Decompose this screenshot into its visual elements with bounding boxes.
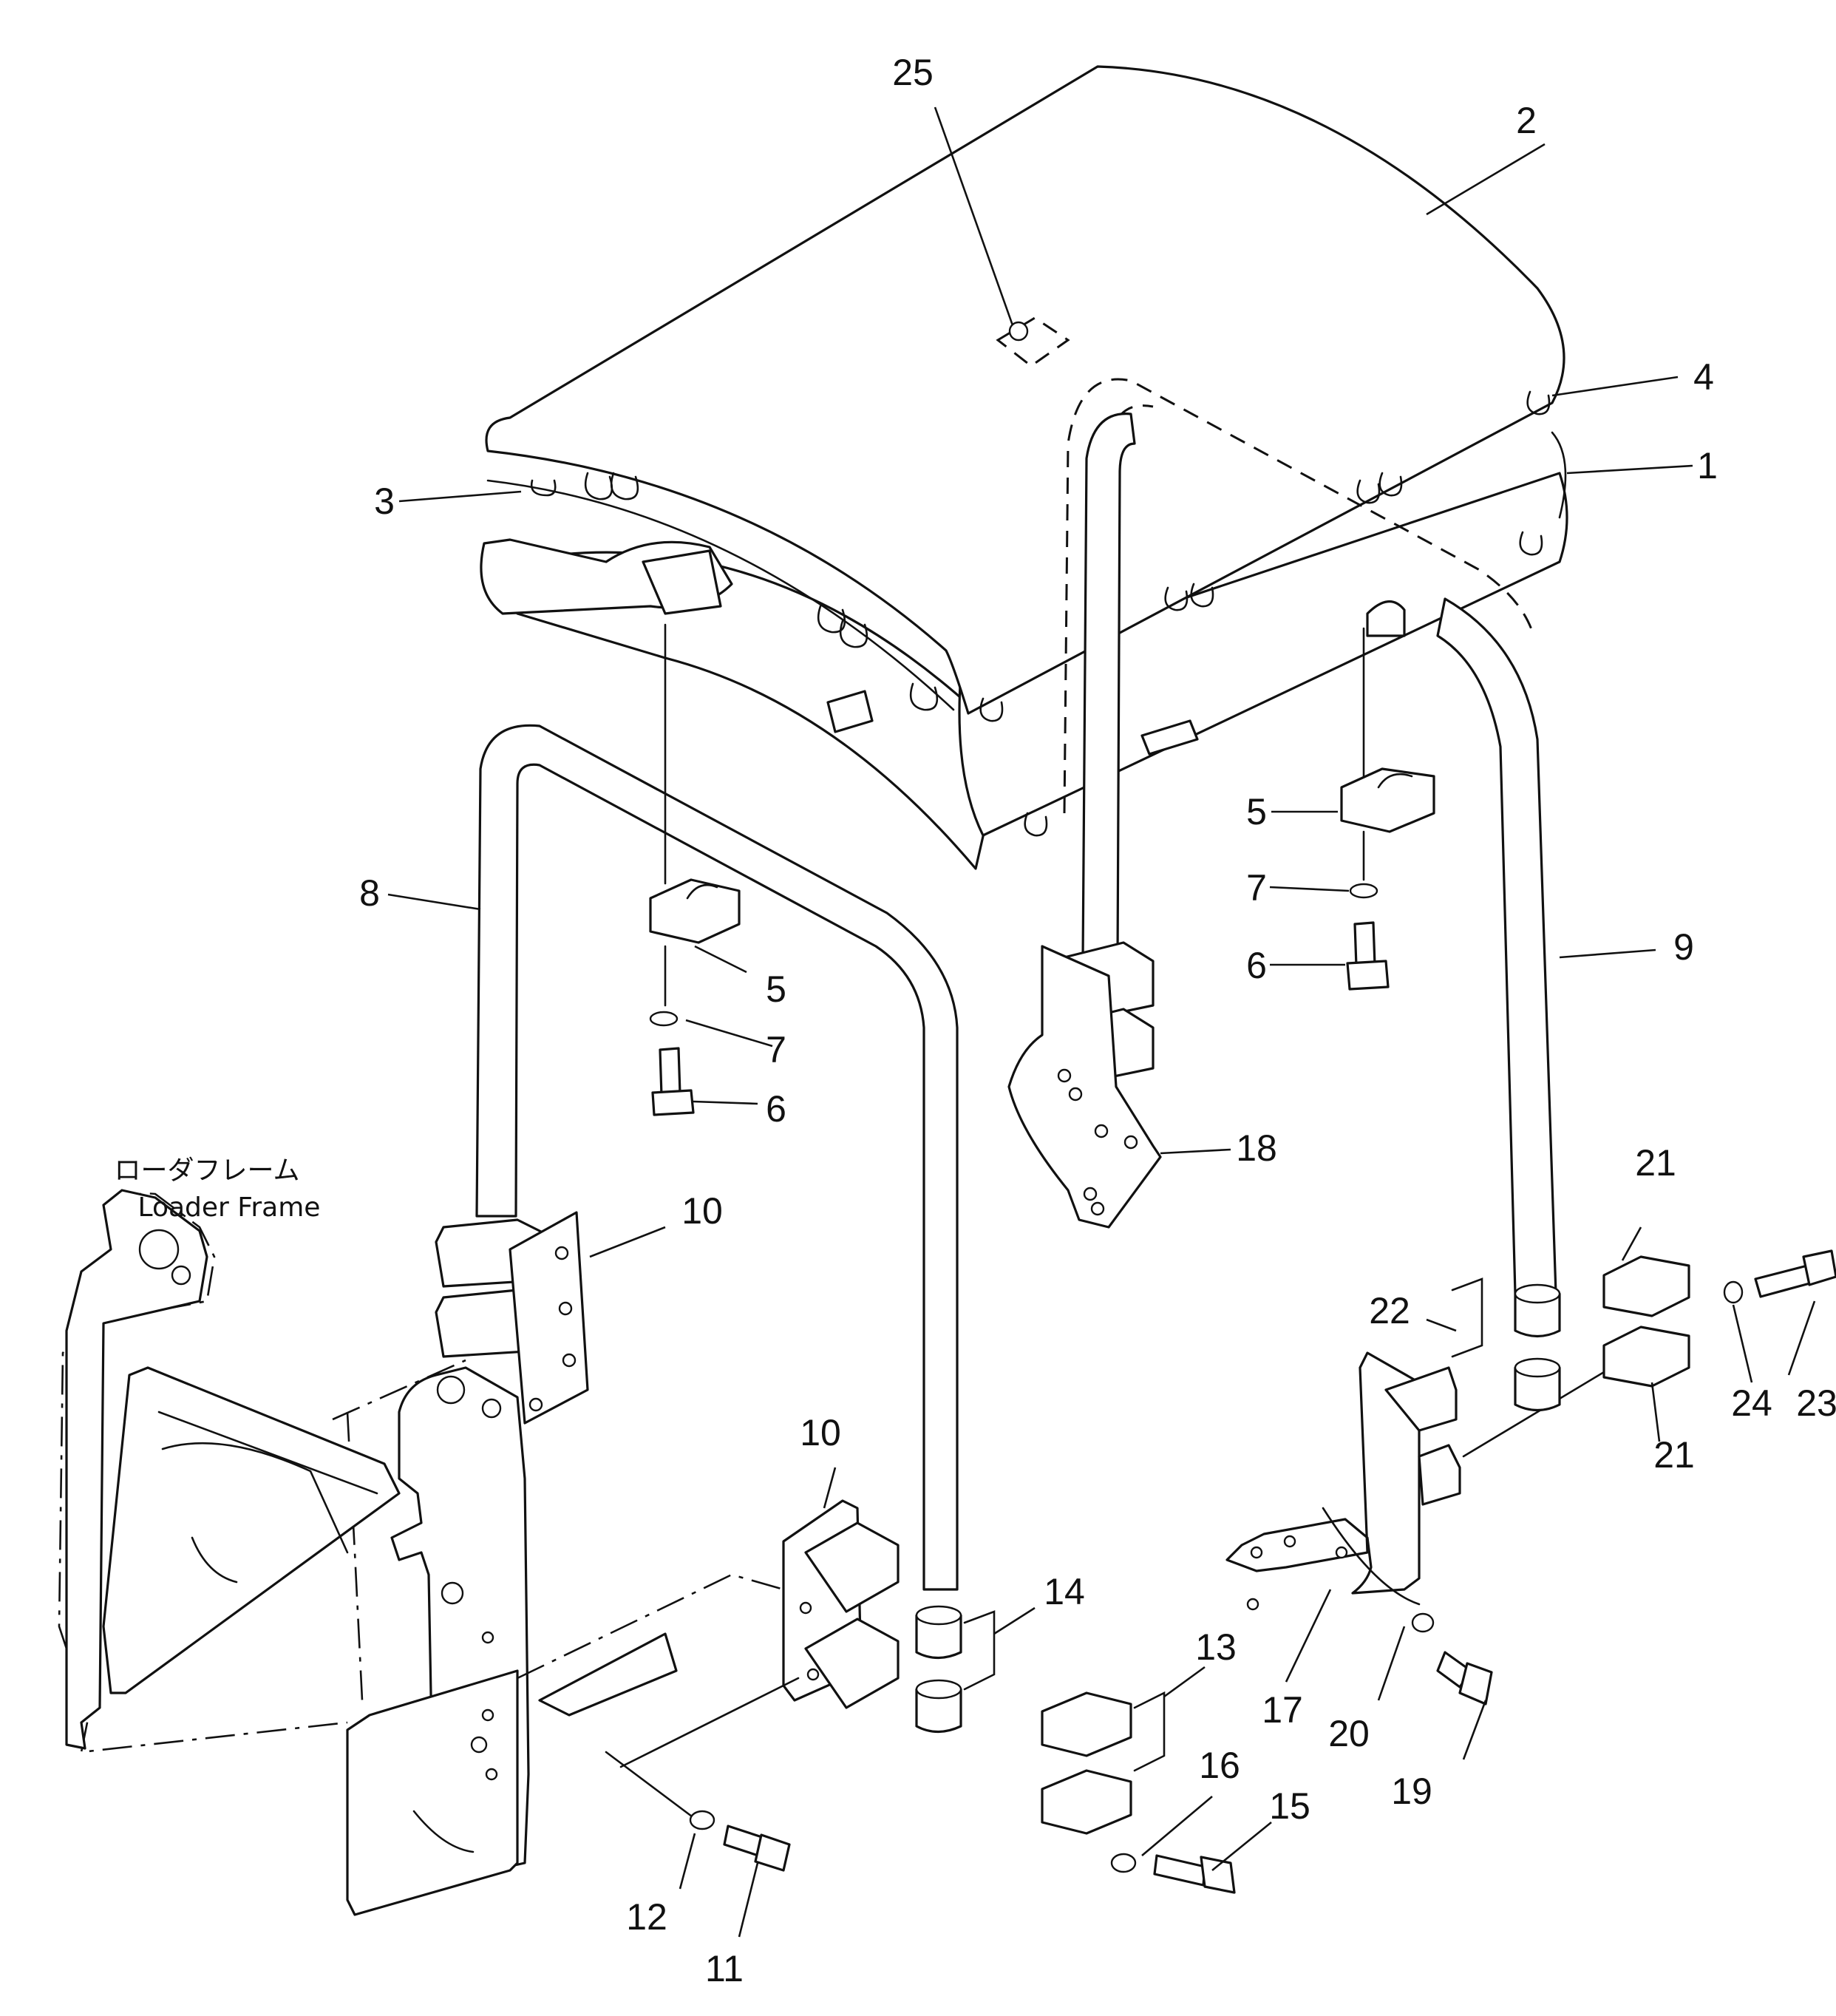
washer-12 [689, 1810, 715, 1830]
washer-20 [1411, 1612, 1435, 1633]
canopy-roof [480, 65, 1568, 870]
callout-15: 15 [1269, 1785, 1310, 1827]
roof-right-bracket [1140, 719, 1199, 756]
frame-crossmember [102, 1366, 401, 1694]
post-bracket-10-upper [435, 1211, 589, 1425]
rear-bracket-17 [1225, 1351, 1461, 1611]
post-bracket-10-lower [782, 1499, 900, 1709]
bracket-10-lower-clamp-top [804, 1521, 900, 1613]
post-8 [475, 724, 959, 1591]
bracket-17-clamp-bottom [1418, 1444, 1461, 1506]
callout-2: 2 [1516, 100, 1537, 141]
frame-left-pivot [138, 1229, 180, 1270]
clamp-5-left [649, 878, 741, 944]
callout-11: 11 [705, 1948, 744, 1989]
bolt-6-left [651, 1047, 695, 1116]
spacer-22 [1451, 1277, 1561, 1412]
bolt-6-right [1346, 921, 1390, 991]
frame-lower-slot [538, 1632, 678, 1717]
frame-right-side [346, 1669, 519, 1916]
callout-1: 1 [1697, 445, 1718, 486]
callout-13: 13 [1195, 1626, 1237, 1668]
roof-rear-bracket [1366, 600, 1406, 637]
callout-18: 18 [1236, 1127, 1277, 1169]
callout-7-left: 7 [766, 1029, 786, 1070]
hidden-rear-post [1063, 378, 1535, 814]
roof-front-edge [486, 479, 955, 711]
bracket-10-lower-clamp-bottom [804, 1618, 900, 1709]
callout-8: 8 [359, 872, 380, 914]
frame-bolt-line [619, 1677, 800, 1768]
loader-frame-left [65, 1189, 401, 1750]
callout-5-left: 5 [766, 968, 786, 1010]
bracket-10-upper-plate [509, 1211, 589, 1425]
frame-left-upright [65, 1189, 208, 1750]
roof-clips [530, 390, 1551, 837]
callout-12: 12 [626, 1896, 667, 1938]
roof-cover [485, 65, 1565, 715]
bolt-19 [1436, 1651, 1493, 1706]
post-9-tube [1436, 597, 1557, 1295]
leader-lines [387, 106, 1816, 1938]
bracket-17-plate [1225, 1351, 1421, 1595]
callout-6-left: 6 [766, 1088, 786, 1130]
spacer-14 [915, 1605, 996, 1734]
callout-7-right: 7 [1246, 867, 1267, 909]
loader-frame-label-jp: ローダフレーム [115, 1155, 300, 1186]
bolt-15 [1153, 1854, 1236, 1894]
washer-24 [1723, 1280, 1744, 1304]
clamp-5-right [1340, 767, 1435, 833]
callout-17: 17 [1262, 1689, 1303, 1731]
callout-5-right: 5 [1246, 791, 1267, 832]
callout-4: 4 [1693, 356, 1714, 398]
callout-24: 24 [1731, 1382, 1772, 1424]
rear-bracket-18 [1007, 941, 1162, 1229]
callout-numbers: 25 2 4 1 3 8 5 7 6 5 7 6 9 18 10 10 21 2… [359, 52, 1836, 1989]
bracket-17-clamp-top [1384, 1366, 1458, 1432]
callout-9: 9 [1673, 926, 1694, 968]
post-rear-front [1081, 413, 1136, 963]
callout-10-lower: 10 [800, 1412, 841, 1453]
callout-6-right: 6 [1246, 945, 1267, 986]
frame-base-plate [79, 1730, 347, 1930]
callout-22: 22 [1369, 1290, 1410, 1331]
clamp-21 [1602, 1255, 1690, 1388]
bracket-18-plate [1007, 945, 1162, 1229]
roof-decal-mark [1008, 321, 1029, 342]
callout-3: 3 [374, 481, 395, 522]
post-9 [1436, 597, 1557, 1295]
frame-bolt-line-2 [605, 1751, 696, 1820]
frame-to-bracket-line [517, 1573, 784, 1680]
clamp-13 [1041, 1691, 1166, 1835]
roof-left-bracket-tab [642, 549, 722, 615]
callout-10-upper: 10 [681, 1190, 723, 1232]
callout-25: 25 [892, 52, 934, 93]
washer-7-right [1349, 883, 1378, 899]
roof-rear-edge [1551, 431, 1567, 519]
bolt-23 [1754, 1249, 1836, 1298]
loader-frame-label-en: Loader Frame [138, 1192, 321, 1223]
washer-16 [1110, 1853, 1137, 1873]
callout-14: 14 [1044, 1571, 1085, 1612]
loader-frame-right [346, 1366, 530, 1916]
callout-21-lower: 21 [1653, 1434, 1695, 1476]
washer-7-left [649, 1011, 679, 1027]
bracket-17-bolt-line [1322, 1507, 1421, 1606]
callout-20: 20 [1328, 1713, 1370, 1754]
post-rear-tube [1081, 413, 1136, 963]
callout-23: 23 [1796, 1382, 1836, 1424]
callout-21-upper: 21 [1635, 1142, 1676, 1184]
callout-19: 19 [1391, 1771, 1432, 1812]
roof-mid-bracket [826, 690, 874, 733]
post-8-tube [475, 724, 959, 1591]
callout-16: 16 [1199, 1745, 1240, 1786]
bolt-11 [723, 1825, 791, 1872]
